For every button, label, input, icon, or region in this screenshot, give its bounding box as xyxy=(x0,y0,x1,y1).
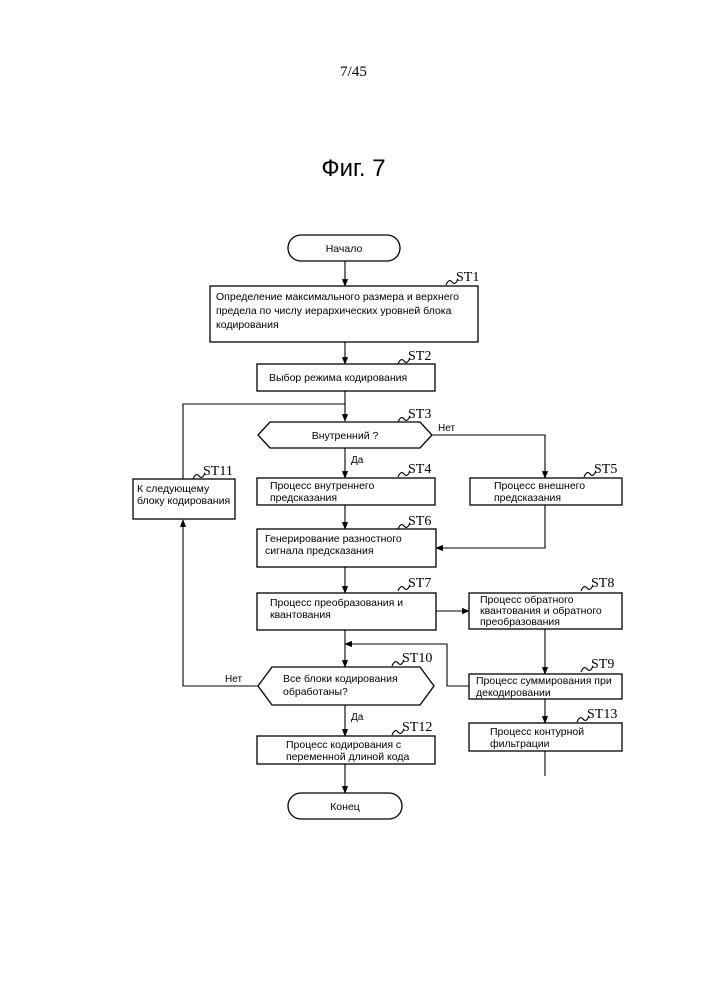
label-st4: ST4 xyxy=(408,462,431,477)
st2-line-1: Выбор режима кодирования xyxy=(269,372,407,384)
st9-line-1: Процесс суммирования при xyxy=(476,675,612,687)
st6-line-2: сигнала предсказания xyxy=(265,545,374,557)
label-st3: ST3 xyxy=(408,407,431,422)
st7-line-1: Процесс преобразования и xyxy=(270,597,403,609)
st13-line-1: Процесс контурной xyxy=(490,726,584,738)
label-st1: ST1 xyxy=(456,270,479,285)
st10-line-1: Все блоки кодирования xyxy=(283,673,398,685)
st10-decision: Все блоки кодирования обработаны? xyxy=(258,667,434,705)
st10-no-label: Нет xyxy=(225,674,242,685)
st12-line-2: переменной длиной кода xyxy=(286,751,409,763)
end-terminal: Конец xyxy=(288,793,402,819)
st13-line-2: фильтрации xyxy=(490,738,550,750)
st1-line-1: Определение максимального размера и верх… xyxy=(216,291,459,303)
st11-line-2: блоку кодирования xyxy=(137,495,230,507)
st7-box: Процесс преобразования и квантования xyxy=(257,593,436,630)
label-st10: ST10 xyxy=(402,651,432,666)
start-label: Начало xyxy=(326,243,363,255)
label-st11: ST11 xyxy=(203,464,233,479)
st1-line-3: кодирования xyxy=(216,319,279,331)
st10-yes-label: Да xyxy=(351,712,364,723)
st10-line-2: обработаны? xyxy=(283,686,348,698)
st9-line-2: декодировании xyxy=(476,687,551,699)
st6-box: Генерирование разностного сигнала предск… xyxy=(257,529,436,567)
st3-decision: Внутренний ? xyxy=(258,422,432,448)
st1-line-2: предела по числу иерархических уровней б… xyxy=(216,305,452,317)
label-st2: ST2 xyxy=(408,349,431,364)
st11-line-1: К следующему xyxy=(137,483,210,495)
st5-line-2: предсказания xyxy=(494,492,561,504)
st4-box: Процесс внутреннего предсказания xyxy=(257,478,435,505)
st3-yes-label: Да xyxy=(351,455,364,466)
st12-box: Процесс кодирования с переменной длиной … xyxy=(257,736,435,764)
st3-question: Внутренний ? xyxy=(312,430,379,442)
st2-box: Выбор режима кодирования xyxy=(257,364,435,391)
st4-line-2: предсказания xyxy=(270,492,337,504)
label-st5: ST5 xyxy=(594,462,617,477)
st8-line-3: преобразования xyxy=(480,616,560,628)
label-st8: ST8 xyxy=(591,576,614,591)
start-terminal: Начало xyxy=(288,235,400,261)
st6-line-1: Генерирование разностного xyxy=(265,533,402,545)
st3-no-label: Нет xyxy=(438,423,455,434)
end-label: Конец xyxy=(330,801,360,813)
st5-box: Процесс внешнего предсказания xyxy=(470,478,622,505)
label-st7: ST7 xyxy=(408,576,431,591)
st9-box: Процесс суммирования при декодировании xyxy=(469,674,622,699)
st13-box: Процесс контурной фильтрации xyxy=(469,723,622,751)
st4-line-1: Процесс внутреннего xyxy=(270,480,375,492)
label-st12: ST12 xyxy=(402,720,432,735)
st8-box: Процесс обратного квантования и обратног… xyxy=(469,593,622,629)
st7-line-2: квантования xyxy=(270,609,331,621)
st5-line-1: Процесс внешнего xyxy=(494,480,585,492)
label-st13: ST13 xyxy=(587,707,617,722)
label-st9: ST9 xyxy=(591,657,614,672)
label-st6: ST6 xyxy=(408,514,431,529)
st1-box: Определение максимального размера и верх… xyxy=(210,286,478,342)
st11-box: К следующему блоку кодирования xyxy=(133,479,235,519)
st12-line-1: Процесс кодирования с xyxy=(286,739,401,751)
